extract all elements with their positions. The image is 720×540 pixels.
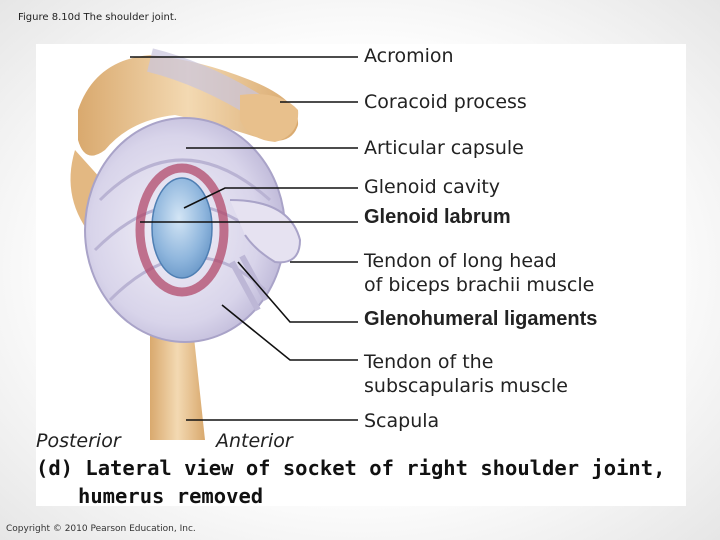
glenohumeral-ligament-bands (229, 254, 269, 312)
label-biceps-tendon-line2: of biceps brachii muscle (364, 274, 595, 296)
label-acromion: Acromion (364, 45, 454, 67)
leader-glenohumeral (237, 261, 358, 323)
orientation-posterior: Posterior (36, 430, 121, 452)
figure-caption: Figure 8.10d The shoulder joint. (18, 12, 177, 23)
view-caption-line2: humerus removed (78, 484, 264, 508)
biceps-tendon (229, 199, 302, 264)
view-caption-line1: (d) Lateral view of socket of right shou… (36, 456, 666, 480)
label-subscapularis-line1: Tendon of the (364, 351, 494, 373)
leader-subscapularis (221, 304, 358, 361)
glenoid-cavity (151, 177, 213, 279)
glenoid-labrum (135, 163, 229, 297)
label-glenohumeral-ligaments: Glenohumeral ligaments (364, 308, 598, 330)
coracoid-bone (240, 94, 299, 142)
copyright-notice: Copyright © 2010 Pearson Education, Inc. (6, 524, 196, 534)
label-subscapularis-line2: subscapularis muscle (364, 375, 568, 397)
acromion-bone (78, 55, 299, 156)
orientation-anterior: Anterior (216, 430, 293, 452)
label-biceps-tendon-line1: Tendon of long head (364, 250, 557, 272)
label-articular-capsule: Articular capsule (364, 137, 524, 159)
view-caption: (d) Lateral view of socket of right shou… (36, 454, 686, 510)
label-glenoid-cavity: Glenoid cavity (364, 176, 501, 198)
label-scapula: Scapula (364, 410, 440, 432)
leader-glenoid-cavity (183, 187, 358, 209)
label-coracoid-process: Coracoid process (364, 91, 527, 113)
label-glenoid-labrum: Glenoid labrum (364, 206, 511, 228)
